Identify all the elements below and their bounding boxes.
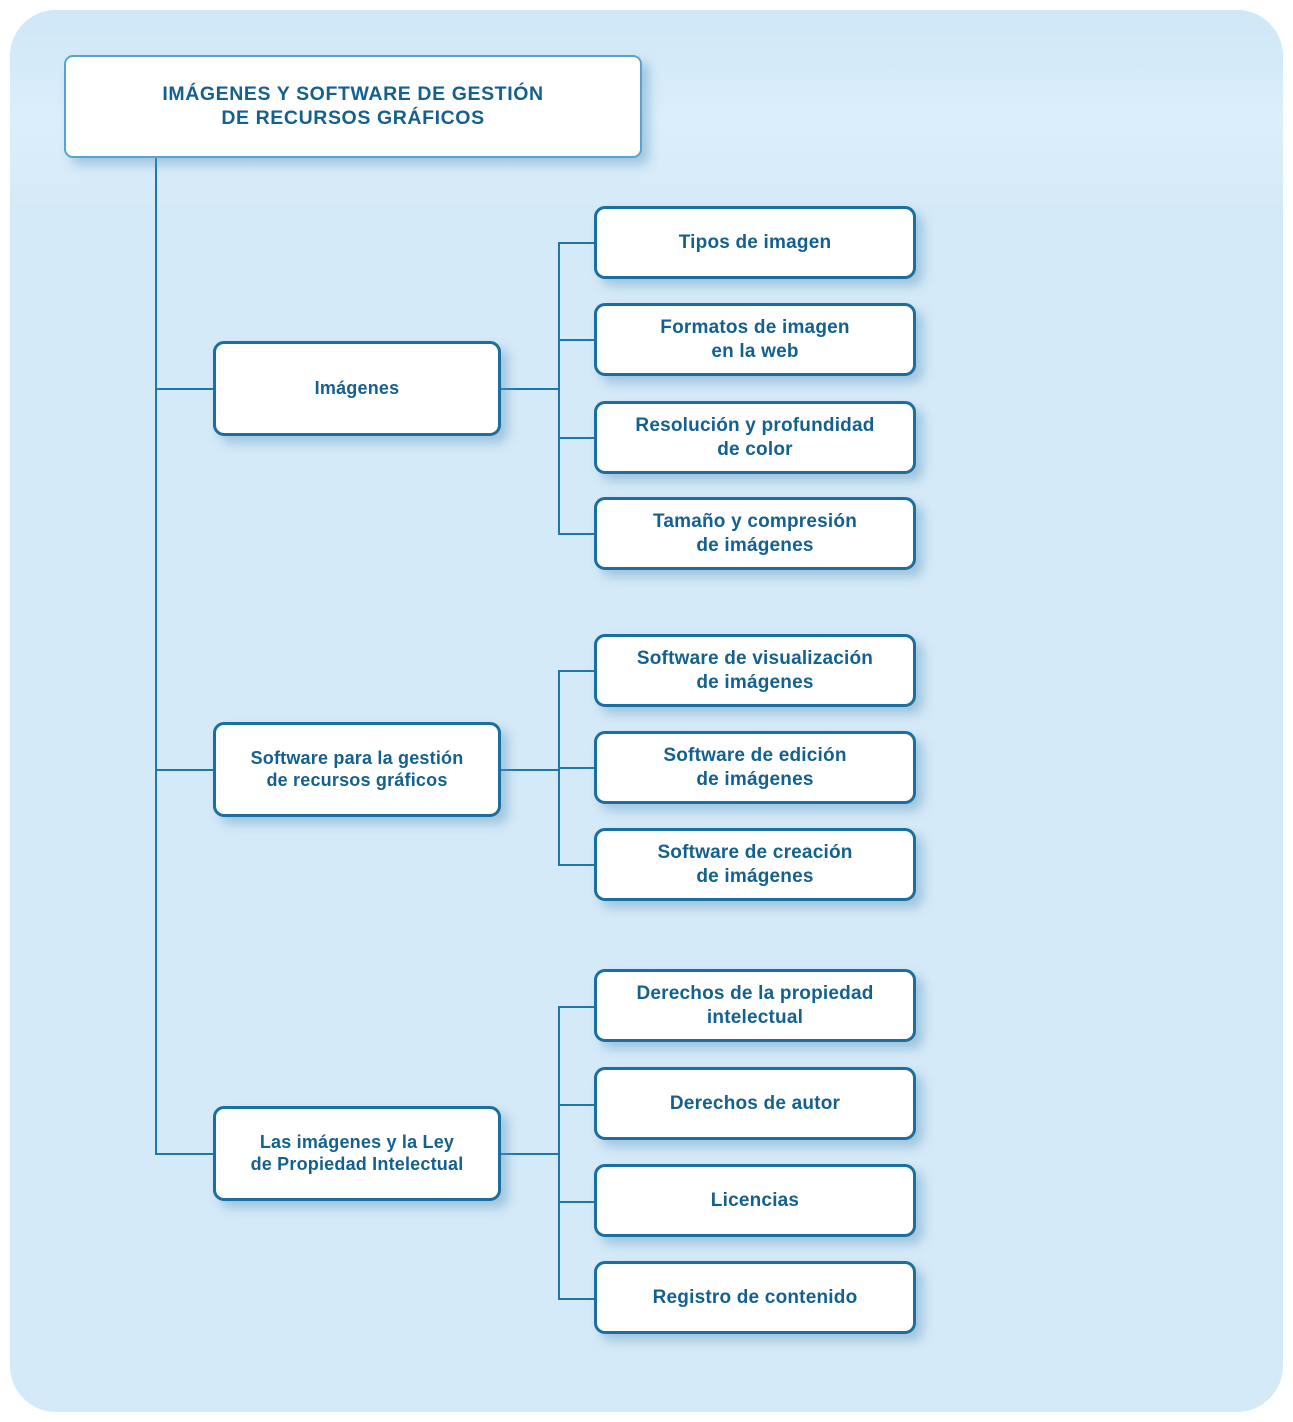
leaf-node-software-de-creacion-de-imagenes[interactable]: Software de creación de imágenes bbox=[594, 828, 916, 901]
connector-branch-3-to-leaf-3 bbox=[558, 1201, 595, 1203]
connector-trunk-to-branch-1 bbox=[155, 388, 216, 390]
leaf-node-tamano-y-compresion-de-imagenes[interactable]: Tamaño y compresión de imágenes bbox=[594, 497, 916, 570]
connector-branch-3-to-leaf-4 bbox=[558, 1298, 595, 1300]
leaf-node-derechos-de-la-propiedad-intelectual[interactable]: Derechos de la propiedad intelectual bbox=[594, 969, 916, 1042]
branch-node-software-gestion-recursos-graficos[interactable]: Software para la gestión de recursos grá… bbox=[213, 722, 501, 817]
connector-branch-2-to-leaf-3 bbox=[558, 864, 595, 866]
connector-branch-2-to-leaf-1 bbox=[558, 670, 595, 672]
connector-branch-1-spine bbox=[558, 242, 560, 534]
leaf-node-formatos-de-imagen-en-la-web[interactable]: Formatos de imagen en la web bbox=[594, 303, 916, 376]
connector-branch-3-stem bbox=[501, 1153, 559, 1155]
leaf-node-software-de-edicion-de-imagenes[interactable]: Software de edición de imágenes bbox=[594, 731, 916, 804]
connector-branch-1-to-leaf-2 bbox=[558, 339, 595, 341]
branch-node-imagenes[interactable]: Imágenes bbox=[213, 341, 501, 436]
diagram-panel: IMÁGENES Y SOFTWARE DE GESTIÓN DE RECURS… bbox=[10, 10, 1283, 1412]
connector-branch-3-spine bbox=[558, 1006, 560, 1299]
diagram-stage: IMÁGENES Y SOFTWARE DE GESTIÓN DE RECURS… bbox=[10, 10, 1283, 1412]
connector-branch-2-stem bbox=[501, 769, 559, 771]
leaf-node-derechos-de-autor[interactable]: Derechos de autor bbox=[594, 1067, 916, 1140]
leaf-node-licencias[interactable]: Licencias bbox=[594, 1164, 916, 1237]
connector-branch-2-to-leaf-2 bbox=[558, 767, 595, 769]
connector-trunk-main bbox=[155, 158, 157, 1155]
connector-branch-1-stem bbox=[501, 388, 559, 390]
connector-branch-1-to-leaf-3 bbox=[558, 437, 595, 439]
connector-branch-3-to-leaf-1 bbox=[558, 1006, 595, 1008]
connector-trunk-to-branch-2 bbox=[155, 769, 216, 771]
branch-node-imagenes-y-ley-propiedad-intelectual[interactable]: Las imágenes y la Ley de Propiedad Intel… bbox=[213, 1106, 501, 1201]
leaf-node-resolucion-y-profundidad-de-color[interactable]: Resolución y profundidad de color bbox=[594, 401, 916, 474]
leaf-node-tipos-de-imagen[interactable]: Tipos de imagen bbox=[594, 206, 916, 279]
root-node-title[interactable]: IMÁGENES Y SOFTWARE DE GESTIÓN DE RECURS… bbox=[64, 55, 642, 158]
leaf-node-software-de-visualizacion-de-imagenes[interactable]: Software de visualización de imágenes bbox=[594, 634, 916, 707]
leaf-node-registro-de-contenido[interactable]: Registro de contenido bbox=[594, 1261, 916, 1334]
connector-branch-1-to-leaf-4 bbox=[558, 533, 595, 535]
connector-trunk-to-branch-3 bbox=[155, 1153, 216, 1155]
connector-branch-1-to-leaf-1 bbox=[558, 242, 595, 244]
connector-branch-3-to-leaf-2 bbox=[558, 1104, 595, 1106]
